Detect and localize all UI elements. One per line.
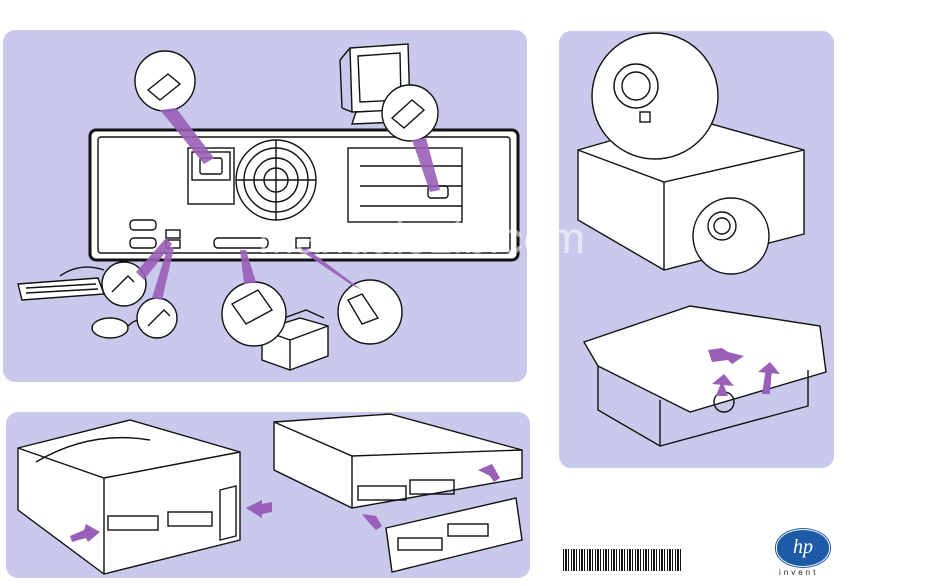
power-cord-callout bbox=[135, 51, 195, 111]
hp-logo: hp bbox=[776, 529, 830, 567]
front-bezel-illustrations bbox=[18, 414, 522, 574]
brand-tagline: invent bbox=[779, 568, 818, 577]
network-cable-callout bbox=[338, 280, 402, 344]
barcode bbox=[563, 549, 681, 571]
mouse-cable-callout bbox=[137, 298, 177, 338]
keyboard-illustration bbox=[18, 267, 104, 300]
computer-rear-illustration bbox=[90, 130, 518, 260]
monitor-cable-callout bbox=[382, 85, 438, 141]
cover-illustrations bbox=[578, 33, 826, 446]
